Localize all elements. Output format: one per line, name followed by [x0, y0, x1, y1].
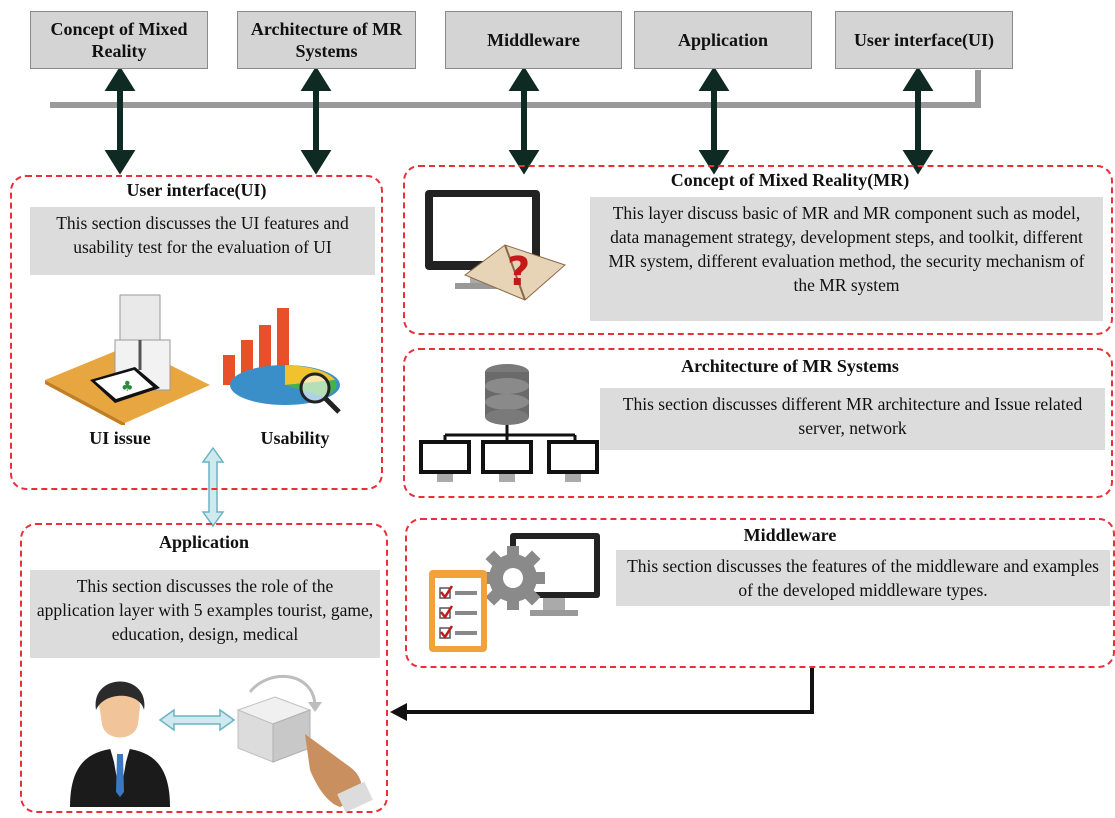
- arrow-architecture: [300, 66, 332, 175]
- panel-concept: [403, 165, 1113, 335]
- usability-illustration: [223, 308, 341, 414]
- panel-concept-description: This layer discuss basic of MR and MR co…: [590, 197, 1103, 321]
- bus-line: [50, 70, 981, 108]
- panel-middleware-title: Middleware: [743, 525, 837, 545]
- arrow-concept: [104, 66, 136, 175]
- double-arrow-icon: [158, 708, 236, 732]
- ui-issue-label: UI issue: [89, 428, 151, 448]
- panel-concept-title: Concept of Mixed Reality(MR): [670, 170, 910, 190]
- arrow-middleware: [508, 66, 540, 175]
- cube-icon: [236, 675, 322, 763]
- arrow-ui-application: [201, 446, 225, 528]
- panel-architecture-title: Architecture of MR Systems: [681, 356, 899, 376]
- top-box-application: Application: [634, 11, 812, 69]
- panel-application-description: This section discusses the role of the a…: [30, 570, 380, 658]
- person-icon: [70, 681, 170, 807]
- middleware-illustration: [429, 533, 600, 652]
- gear-icon: [481, 546, 545, 610]
- arrow-ui: [902, 66, 934, 175]
- panel-architecture: [403, 348, 1113, 498]
- concept-illustration: ?: [425, 190, 566, 301]
- panel-application-title: Application: [158, 532, 250, 552]
- panel-middleware: [405, 518, 1115, 668]
- panel-ui-title: User interface(UI): [126, 180, 267, 200]
- panel-architecture-description: This section discusses different MR arch…: [600, 388, 1105, 450]
- top-box-architecture: Architecture of MR Systems: [237, 11, 416, 69]
- svg-text:?: ?: [507, 249, 530, 295]
- top-box-concept: Concept of Mixed Reality: [30, 11, 208, 69]
- usability-label: Usability: [260, 428, 330, 448]
- panel-middleware-description: This section discusses the features of t…: [616, 550, 1110, 606]
- top-box-middleware: Middleware: [445, 11, 622, 69]
- application-illustration: [70, 675, 373, 812]
- top-box-ui: User interface(UI): [835, 11, 1013, 69]
- arrow-middleware-to-application: [390, 668, 814, 721]
- architecture-illustration: [419, 364, 599, 482]
- panel-ui: [10, 175, 383, 490]
- checklist-icon: [429, 570, 487, 652]
- ui-issue-illustration: ♣: [45, 294, 210, 425]
- database-icon: [485, 364, 529, 425]
- panel-ui-description: This section discusses the UI features a…: [30, 207, 375, 275]
- arrow-application: [698, 66, 730, 175]
- svg-text:♣: ♣: [121, 379, 134, 395]
- panel-application: [20, 523, 388, 813]
- hand-icon: [305, 734, 373, 812]
